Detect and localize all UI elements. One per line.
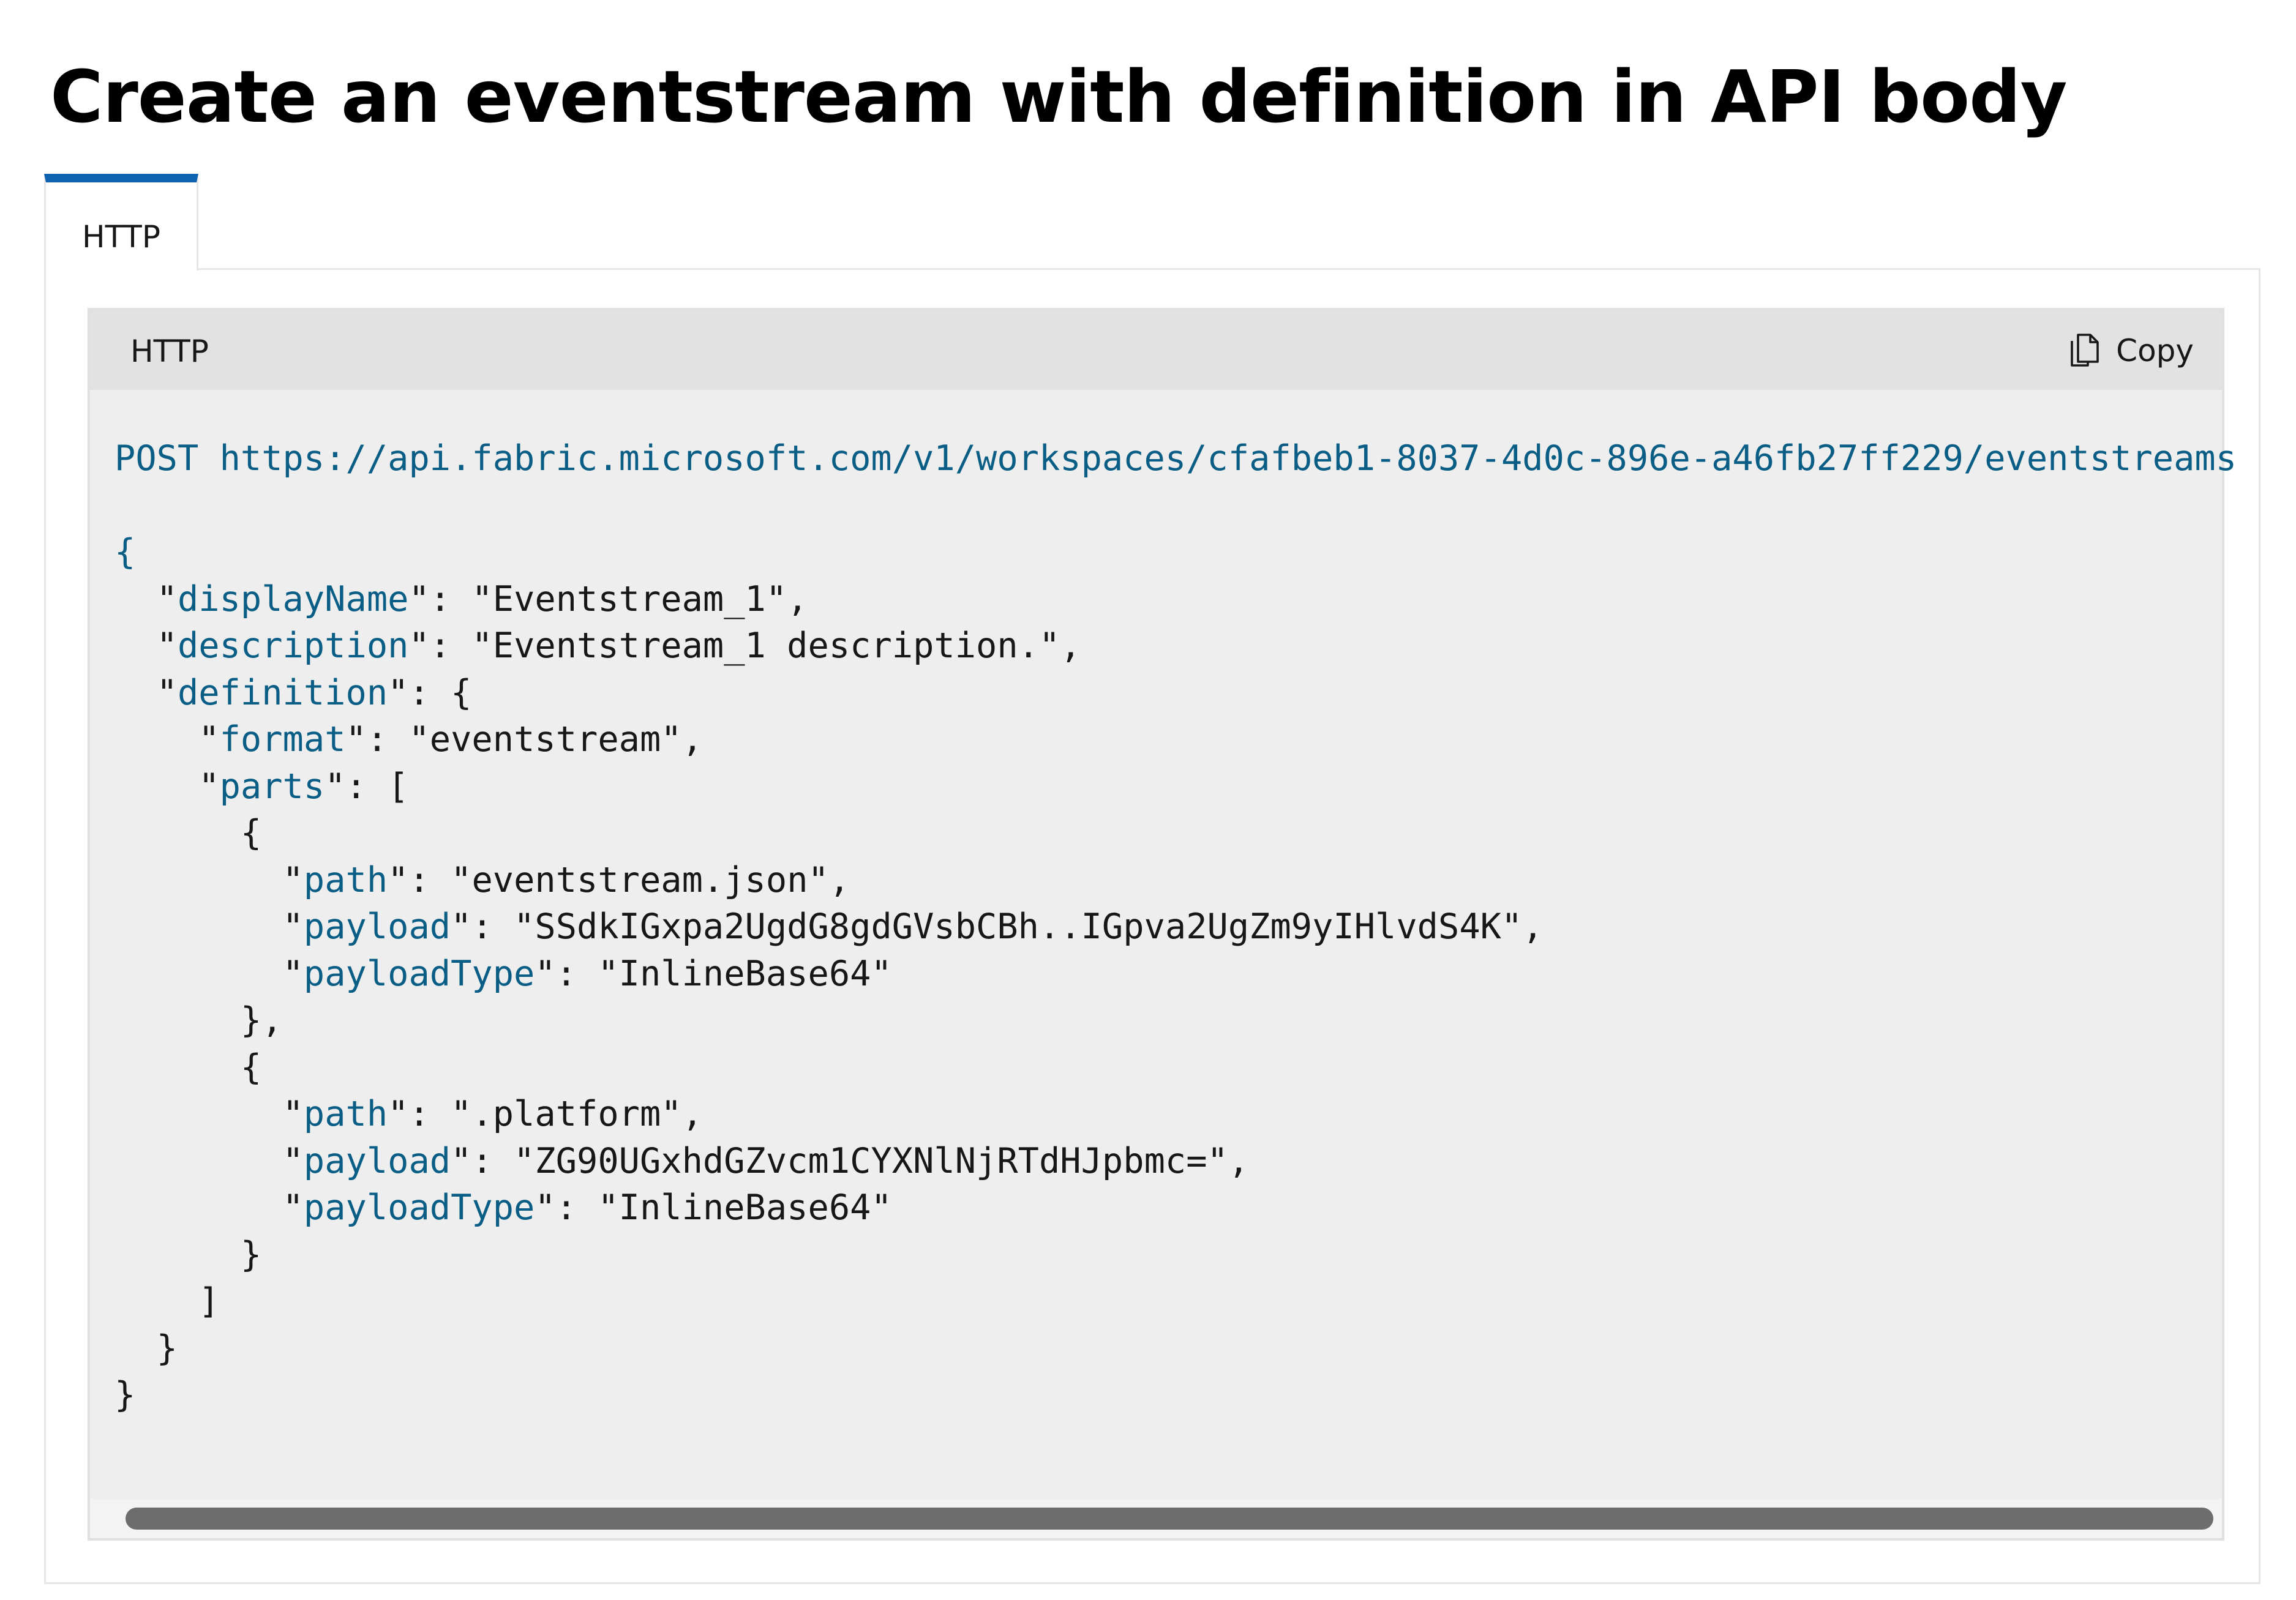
code-line: } <box>156 1328 178 1369</box>
code-line: "description": "Eventstream_1 descriptio… <box>156 626 1081 666</box>
code-line: "path": "eventstream.json", <box>282 859 850 900</box>
code-line: "displayName": "Eventstream_1", <box>156 578 808 619</box>
code-content: POST https://api.fabric.microsoft.com/v1… <box>114 435 2237 1419</box>
tab-http-label: HTTP <box>82 219 160 255</box>
json-key: payloadType <box>303 953 535 994</box>
json-key: definition <box>177 672 388 713</box>
json-value: eventstream.json <box>471 859 808 900</box>
page-title: Create an eventstream with definition in… <box>50 54 2068 139</box>
code-line-blank <box>114 482 2222 529</box>
json-value: InlineBase64 <box>618 1187 871 1228</box>
json-value: SSdkIGxpa2UgdG8gdGVsbCBh..IGpva2UgZm9yIH… <box>535 907 1501 947</box>
json-key: format <box>219 719 346 760</box>
code-line: "definition": { <box>156 672 472 713</box>
code-line: { <box>240 1047 262 1088</box>
json-value: ZG90UGxhdGZvcm1CYXNlNjRTdHJpbmc= <box>535 1140 1207 1181</box>
json-value: Eventstream_1 <box>492 578 766 619</box>
json-value: eventstream <box>429 719 661 760</box>
json-value: Eventstream_1 description. <box>492 626 1039 666</box>
code-line: } <box>240 1234 262 1275</box>
code-line: "path": ".platform", <box>282 1094 703 1134</box>
code-line: "parts": [ <box>198 766 409 807</box>
code-language-label: HTTP <box>130 334 209 369</box>
tab-list: HTTP <box>44 174 198 271</box>
code-line: { <box>240 813 262 853</box>
code-line: "payload": "ZG90UGxhdGZvcm1CYXNlNjRTdHJp… <box>282 1140 1250 1181</box>
code-block: HTTP Copy POST https://api.fabric.micros… <box>88 308 2237 1541</box>
json-key: payload <box>303 907 451 947</box>
request-url: https://api.fabric.microsoft.com/v1/work… <box>219 438 2237 479</box>
code-line: "payload": "SSdkIGxpa2UgdG8gdGVsbCBh..IG… <box>282 907 1544 947</box>
code-line: "payloadType": "InlineBase64" <box>282 1187 892 1228</box>
code-line: } <box>114 1375 136 1415</box>
tab-http[interactable]: HTTP <box>44 174 198 271</box>
copy-button[interactable]: Copy <box>2069 329 2194 373</box>
code-header: HTTP Copy <box>90 310 2222 390</box>
json-key: displayName <box>177 578 409 619</box>
json-value: .platform <box>471 1094 661 1134</box>
json-value: InlineBase64 <box>618 953 871 994</box>
scrollbar-thumb[interactable] <box>126 1508 2213 1530</box>
code-line: "payloadType": "InlineBase64" <box>282 953 892 994</box>
json-key: path <box>303 859 388 900</box>
code-line-request: POST https://api.fabric.microsoft.com/v1… <box>114 435 2237 482</box>
json-key: path <box>303 1094 388 1134</box>
code-line: { <box>114 532 136 572</box>
json-key: parts <box>219 766 325 807</box>
json-key: payload <box>303 1140 451 1181</box>
json-key: description <box>177 626 409 666</box>
copy-label: Copy <box>2116 333 2194 368</box>
tab-panel-http: HTTP Copy POST https://api.fabric.micros… <box>44 268 2260 1584</box>
code-line: }, <box>240 1000 283 1041</box>
horizontal-scrollbar[interactable] <box>90 1499 2222 1538</box>
code-line: "format": "eventstream", <box>198 719 703 760</box>
request-method: POST <box>114 438 199 479</box>
copy-icon <box>2069 332 2101 369</box>
json-key: payloadType <box>303 1187 535 1228</box>
code-line: ] <box>198 1281 220 1321</box>
